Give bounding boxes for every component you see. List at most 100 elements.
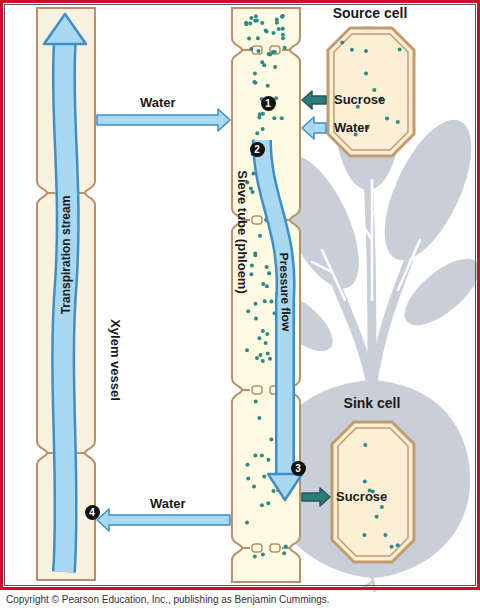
sucrose-dot (253, 253, 257, 257)
sucrose-arrow (302, 91, 326, 109)
end-wall (282, 219, 290, 221)
sucrose-dot (263, 299, 267, 303)
xylem-vessel-label: Xylem vessel (108, 319, 123, 401)
sucrose-dot (281, 27, 285, 31)
sucrose-dot (281, 14, 285, 18)
sucrose-dot (350, 48, 354, 52)
sucrose-dot (268, 158, 272, 162)
sucrose-dot (363, 480, 367, 484)
taproot (360, 576, 375, 592)
sucrose-dot (272, 184, 276, 188)
sucrose-dot (246, 309, 250, 313)
sucrose-dot (246, 477, 250, 481)
sucrose-dot (265, 265, 269, 269)
sucrose-dot (271, 477, 275, 481)
sucrose-dot (396, 120, 400, 124)
sucrose-dot (256, 36, 260, 40)
water-arrow (302, 117, 326, 139)
flow-label: Pressure flow (277, 252, 294, 331)
sucrose-dot (280, 456, 284, 460)
sucrose-dot (254, 302, 258, 306)
sucrose-dot (260, 454, 264, 458)
sucrose-dot (385, 116, 389, 120)
sucrose-dot (252, 171, 256, 175)
sucrose-dot (257, 49, 261, 53)
sucrose-dot (284, 545, 288, 549)
callout-number: 1 (261, 96, 276, 111)
source-cell-label: Source cell (333, 5, 408, 21)
end-wall (77, 192, 85, 194)
sucrose-dot (249, 186, 253, 190)
sucrose-dot (259, 353, 263, 357)
water-arrow (97, 509, 230, 531)
sucrose-dot (246, 463, 250, 467)
arrow-label: Sucrose (336, 489, 387, 504)
callout-number: 3 (291, 461, 306, 476)
sucrose-dot (264, 217, 268, 221)
sucrose-dot (277, 27, 281, 31)
sucrose-dot (255, 131, 259, 135)
sucrose-dot (253, 555, 257, 559)
sucrose-dot (398, 48, 402, 52)
sucrose-dot (255, 356, 259, 360)
sucrose-dot (282, 551, 286, 555)
sucrose-dot (250, 264, 254, 268)
sucrose-dot (265, 29, 269, 33)
sucrose-dot (266, 501, 270, 505)
sucrose-dot (273, 65, 277, 69)
arrow-label: Water (140, 95, 176, 110)
flow-label: Transpiration stream (59, 196, 73, 315)
sucrose-dot (261, 282, 265, 286)
cell-wall (328, 28, 414, 156)
sucrose-dot (260, 503, 264, 507)
sucrose-dot (279, 332, 283, 336)
sucrose-dot (254, 317, 258, 321)
sucrose-dot (258, 234, 262, 238)
sucrose-dot (340, 41, 344, 45)
end-wall (47, 192, 55, 194)
sucrose-dot (363, 533, 367, 537)
leaf-vein (312, 250, 345, 300)
sucrose-dot (262, 63, 266, 67)
sucrose-dot (375, 515, 379, 519)
leaf (394, 247, 480, 337)
sucrose-dot (261, 112, 265, 116)
sucrose-dot (244, 22, 248, 26)
sucrose-dot (380, 505, 384, 509)
sucrose-dot (269, 300, 273, 304)
tube-wall (232, 8, 300, 582)
sucrose-dot (272, 489, 276, 493)
sucrose-dot (254, 14, 258, 18)
sucrose-dot (396, 543, 400, 547)
sucrose-dot (261, 359, 265, 363)
sucrose-dot (390, 545, 394, 549)
sucrose-dot (249, 272, 253, 276)
sucrose-dot (253, 81, 257, 85)
arrow-label: Water (150, 496, 186, 511)
tube-wall (37, 8, 95, 580)
sucrose-dot (266, 180, 270, 184)
sucrose-dot (254, 400, 258, 404)
sucrose-dot (279, 382, 283, 386)
sucrose-dot (372, 88, 376, 92)
sucrose-dot (251, 190, 255, 194)
sieve-plate (252, 46, 262, 54)
sucrose-dot (265, 332, 269, 336)
sucrose-dot (281, 405, 285, 409)
sucrose-dot (264, 29, 268, 33)
cell-wall (332, 422, 414, 562)
sucrose-dot (253, 19, 257, 23)
sieve-plate (270, 544, 280, 552)
leaf-vein (398, 240, 432, 290)
sieve-tube-label: Sieve tube (phloem) (235, 170, 250, 294)
copyright-note: Copyright © Pearson Education, Inc., pub… (6, 594, 330, 605)
sucrose-dot (273, 311, 277, 315)
sucrose-dot (266, 351, 270, 355)
end-wall (242, 547, 250, 549)
sucrose-dot (247, 37, 251, 41)
sucrose-dot (260, 21, 264, 25)
sucrose-dot (257, 336, 261, 340)
sieve-plate (252, 216, 262, 224)
sucrose-dot (275, 21, 279, 25)
